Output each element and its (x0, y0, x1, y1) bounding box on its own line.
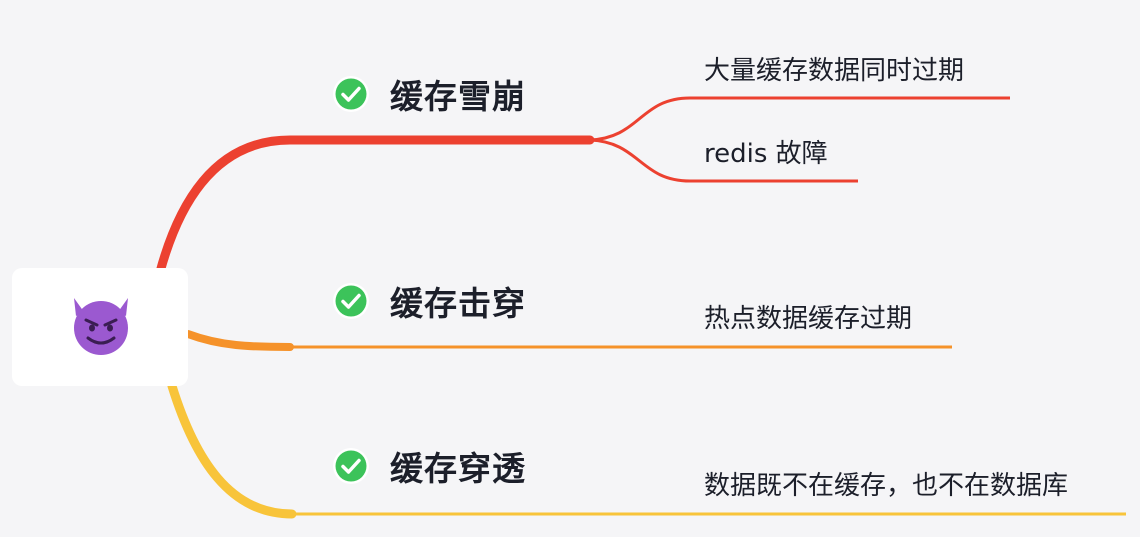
check-circle-icon (333, 448, 369, 484)
topic-cache-penetration[interactable]: 缓存穿透 (332, 442, 526, 490)
leaf-node[interactable]: redis 故障 (704, 139, 828, 169)
branch-connector-penetration (167, 381, 297, 519)
leaf-node[interactable]: 热点数据缓存过期 (704, 304, 913, 334)
leaf-node[interactable]: 大量缓存数据同时过期 (704, 56, 965, 86)
topic-label: 缓存穿透 (390, 449, 526, 488)
topic-label: 缓存雪崩 (390, 77, 526, 116)
leaf-connector-avalanche-1 (589, 96, 1010, 142)
topic-cache-breakdown[interactable]: 缓存击穿 (332, 277, 526, 325)
check-circle-icon (333, 283, 369, 319)
branch-connector-breakdown (184, 330, 294, 351)
branch-connector-avalanche (155, 135, 595, 277)
smiling-devil-icon (74, 298, 128, 355)
leaf-connector-avalanche-2 (589, 138, 858, 183)
topic-cache-avalanche[interactable]: 缓存雪崩 (332, 70, 526, 118)
check-circle-icon (333, 76, 369, 112)
leaf-node[interactable]: 数据既不在缓存，也不在数据库 (704, 471, 1069, 501)
topic-label: 缓存击穿 (390, 284, 526, 323)
